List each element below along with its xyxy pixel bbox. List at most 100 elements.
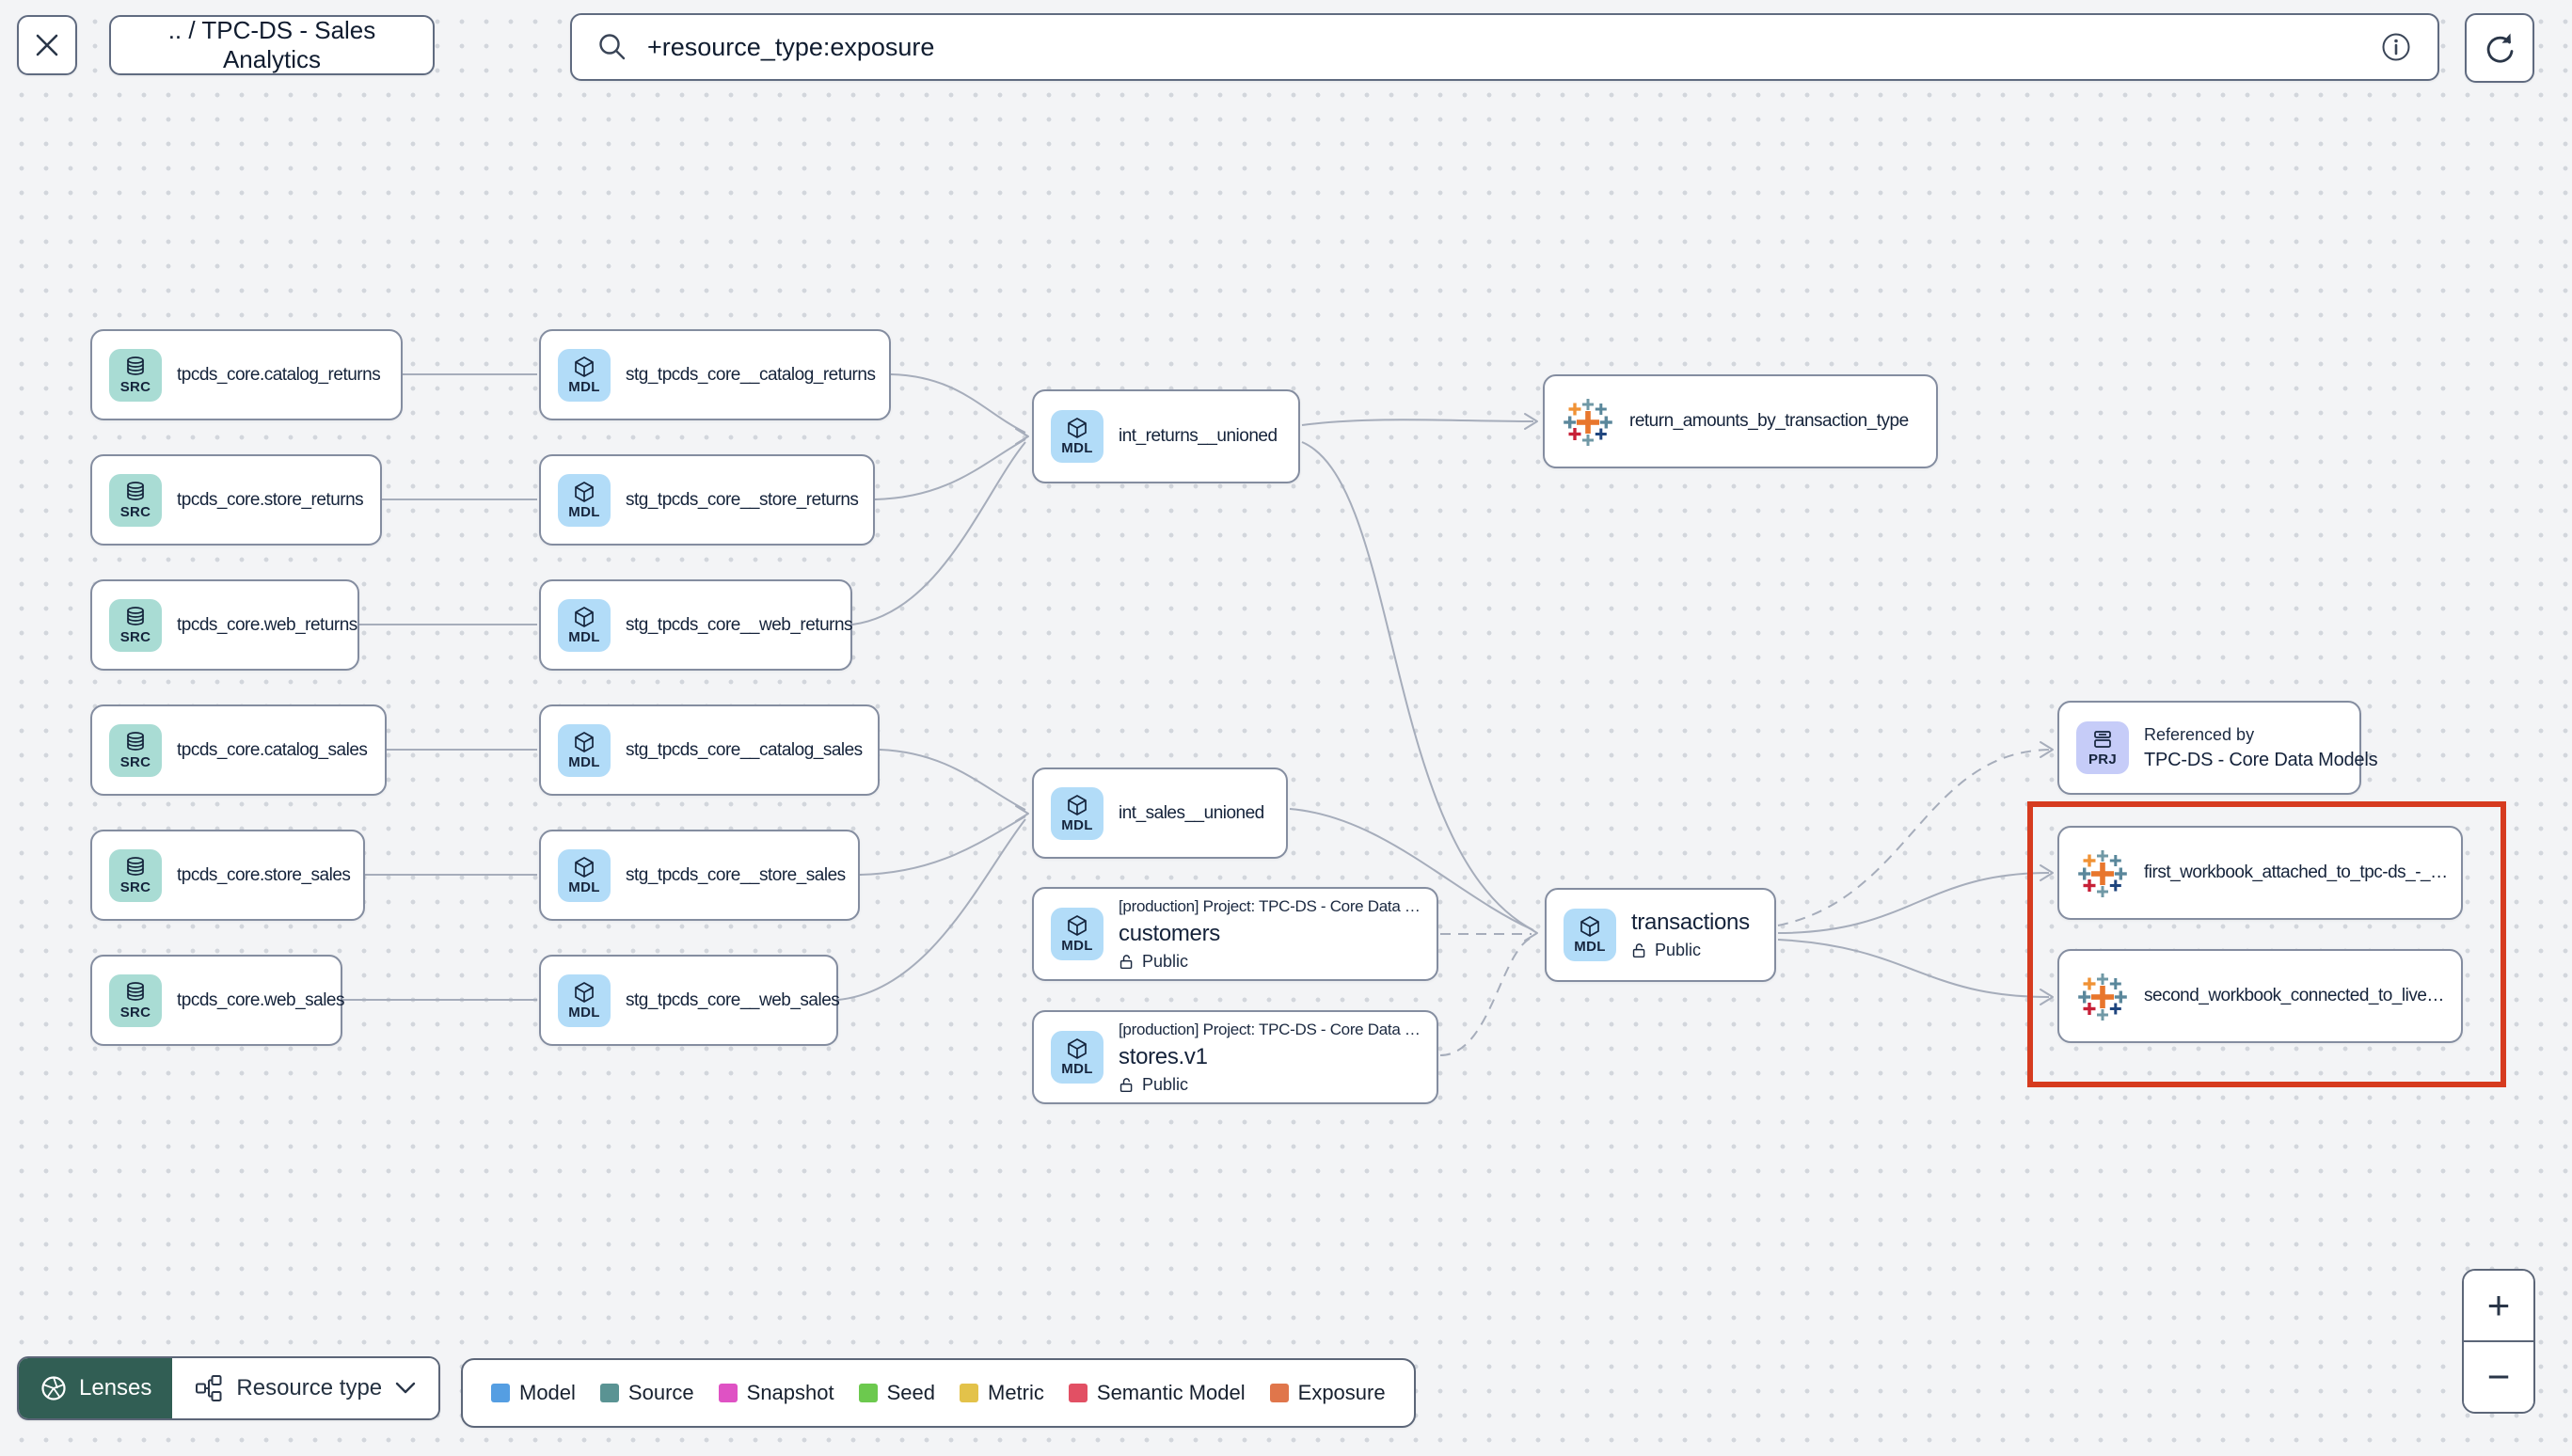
breadcrumb[interactable]: .. / TPC-DS - Sales Analytics — [109, 15, 435, 75]
legend-item-metric: Metric — [960, 1381, 1044, 1405]
tableau-icon — [2078, 850, 2127, 897]
legend-swatch — [960, 1384, 978, 1402]
node-stg-web-returns[interactable]: MDL stg_tpcds_core__web_returns — [539, 579, 853, 671]
search-bar — [570, 13, 2439, 81]
project-name: TPC-DS - Core Data Models — [2144, 749, 2378, 770]
node-label: tpcds_core.store_sales — [177, 864, 351, 885]
edge-stg-store-sales-to-int-sales-unioned — [859, 815, 1026, 876]
node-transactions[interactable]: MDL transactions Public — [1545, 888, 1776, 982]
node-stg-store-returns[interactable]: MDL stg_tpcds_core__store_returns — [539, 454, 875, 546]
node-first-workbook[interactable]: first_workbook_attached_to_tpc-ds_-_… — [2057, 826, 2463, 920]
source-badge: SRC — [109, 723, 162, 777]
node-second-workbook[interactable]: second_workbook_connected_to_live… — [2057, 949, 2463, 1043]
node-stg-catalog-returns[interactable]: MDL stg_tpcds_core__catalog_returns — [539, 329, 891, 420]
access-label: Public — [1142, 951, 1189, 971]
source-badge: SRC — [109, 848, 162, 902]
badge-label: SRC — [119, 878, 151, 895]
node-src-catalog-sales[interactable]: SRC tpcds_core.catalog_sales — [90, 704, 387, 796]
refresh-button[interactable] — [2465, 13, 2534, 83]
legend-item-seed: Seed — [858, 1381, 935, 1405]
edge-stg-catalog-returns-to-int-returns-unioned — [890, 373, 1026, 434]
legend-label: Model — [519, 1381, 576, 1404]
node-label: second_workbook_connected_to_live… — [2144, 986, 2444, 1005]
node-label: return_amounts_by_transaction_type — [1629, 411, 1909, 431]
model-badge: MDL — [558, 348, 611, 402]
edge-arrowhead — [1015, 428, 1029, 445]
chevron-down-icon — [395, 1382, 416, 1394]
node-src-web-sales[interactable]: SRC tpcds_core.web_sales — [90, 955, 345, 1046]
legend-item-exposure: Exposure — [1269, 1381, 1386, 1405]
legend-item-model: Model — [491, 1381, 576, 1405]
database-icon — [127, 981, 144, 1001]
info-icon[interactable] — [2379, 30, 2413, 64]
legend-label: Metric — [988, 1381, 1044, 1404]
lens-controls: Lenses Resource type — [17, 1356, 441, 1420]
edge-arrowhead — [1524, 413, 1538, 430]
node-src-catalog-returns[interactable]: SRC tpcds_core.catalog_returns — [90, 329, 403, 420]
legend-item-semantic-model: Semantic Model — [1068, 1381, 1246, 1405]
lenses-button[interactable]: Lenses — [19, 1358, 173, 1418]
node-label: stg_tpcds_core__web_returns — [626, 614, 853, 635]
edge-stg-catalog-sales-to-int-sales-unioned — [879, 749, 1026, 811]
legend-swatch — [599, 1384, 619, 1402]
legend-label: Source — [627, 1381, 694, 1404]
badge-label: MDL — [1061, 440, 1093, 456]
badge-label: SRC — [119, 1004, 151, 1021]
lenses-label: Lenses — [79, 1375, 152, 1401]
zoom-in-button[interactable]: + — [2464, 1271, 2533, 1340]
model-badge: MDL — [558, 973, 611, 1027]
tableau-icon — [1564, 399, 1612, 446]
close-icon — [36, 34, 58, 56]
node-referenced-by-project[interactable]: PRJ Referenced by TPC-DS - Core Data Mod… — [2057, 701, 2378, 795]
badge-label: MDL — [1574, 939, 1606, 955]
lock-open-icon — [1632, 943, 1645, 958]
cube-icon — [1068, 794, 1087, 815]
refresh-icon — [2486, 33, 2514, 63]
model-badge: MDL — [558, 473, 611, 527]
resource-type-dropdown[interactable]: Resource type — [172, 1358, 439, 1418]
badge-label: SRC — [119, 378, 151, 395]
project-meta: [production] Project: TPC-DS - Core Data… — [1119, 896, 1429, 915]
node-int-sales-unioned[interactable]: MDL int_sales__unioned — [1032, 768, 1288, 859]
edge-arrowhead — [2040, 864, 2054, 881]
node-stg-catalog-sales[interactable]: MDL stg_tpcds_core__catalog_sales — [539, 704, 880, 796]
cube-icon — [1580, 916, 1599, 937]
source-badge: SRC — [109, 973, 162, 1027]
node-src-store-returns[interactable]: SRC tpcds_core.store_returns — [90, 454, 382, 546]
node-label: first_workbook_attached_to_tpc-ds_-_… — [2144, 863, 2448, 882]
node-src-store-sales[interactable]: SRC tpcds_core.store_sales — [90, 830, 365, 921]
model-badge: MDL — [1051, 786, 1103, 840]
edge-transactions-to-second-workbook — [1777, 939, 2050, 998]
edge-int-returns-unioned-to-transactions — [1301, 441, 1534, 931]
edge-transactions-to-first-workbook — [1777, 872, 2050, 934]
close-button[interactable] — [17, 15, 77, 75]
model-badge: MDL — [558, 598, 611, 652]
badge-label: MDL — [1061, 816, 1093, 833]
badge-label: MDL — [568, 1004, 600, 1021]
source-badge: SRC — [109, 598, 162, 652]
resource-type-label: Resource type — [236, 1375, 383, 1401]
database-icon — [127, 606, 144, 625]
badge-label: SRC — [119, 753, 151, 770]
node-stg-store-sales[interactable]: MDL stg_tpcds_core__store_sales — [539, 830, 860, 921]
legend-swatch — [858, 1384, 878, 1402]
search-icon — [599, 34, 626, 60]
legend-swatch — [718, 1384, 738, 1402]
cube-icon — [1068, 915, 1087, 936]
node-label: stg_tpcds_core__catalog_sales — [626, 739, 863, 760]
node-return-amounts-by-transaction-type[interactable]: return_amounts_by_transaction_type — [1543, 374, 1938, 468]
node-src-web-returns[interactable]: SRC tpcds_core.web_returns — [90, 579, 359, 671]
tableau-icon — [2078, 973, 2127, 1021]
node-customers[interactable]: MDL [production] Project: TPC-DS - Core … — [1032, 887, 1438, 981]
zoom-out-button[interactable]: − — [2464, 1342, 2533, 1412]
cube-icon — [575, 731, 594, 752]
search-input[interactable] — [645, 31, 2362, 63]
node-stg-web-sales[interactable]: MDL stg_tpcds_core__web_sales — [539, 955, 840, 1046]
legend-label: Semantic Model — [1096, 1381, 1246, 1404]
node-int-returns-unioned[interactable]: MDL int_returns__unioned — [1032, 389, 1300, 483]
badge-label: MDL — [1061, 1061, 1093, 1077]
node-stores-v1[interactable]: MDL [production] Project: TPC-DS - Core … — [1032, 1010, 1438, 1104]
node-label: tpcds_core.web_sales — [177, 989, 345, 1010]
edge-arrowhead — [2040, 989, 2054, 1005]
